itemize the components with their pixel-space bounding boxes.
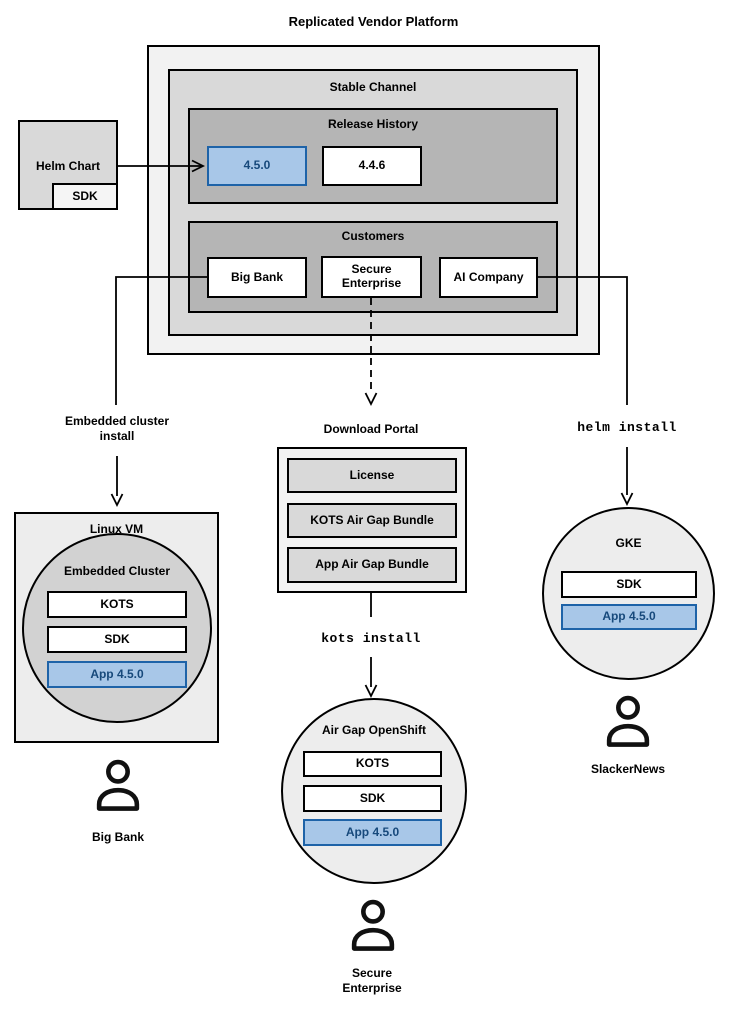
airgap-openshift-label: Air Gap OpenShift bbox=[321, 723, 426, 737]
gke-app-box: App 4.5.0 bbox=[561, 604, 697, 630]
airgap-app-box: App 4.5.0 bbox=[303, 819, 442, 846]
release-history-label: Release History bbox=[327, 117, 419, 131]
gke-label: GKE bbox=[615, 536, 642, 550]
embedded-app-box: App 4.5.0 bbox=[47, 661, 187, 688]
customer-ai-company-box: AI Company bbox=[439, 257, 538, 298]
stable-channel-label: Stable Channel bbox=[329, 80, 417, 94]
diagram-title: Replicated Vendor Platform bbox=[288, 14, 459, 29]
slackernews-person-icon bbox=[605, 694, 651, 755]
embedded-kots-box: KOTS bbox=[47, 591, 187, 618]
slackernews-persona-label: SlackerNews bbox=[590, 762, 666, 776]
release-4-4-6-box: 4.4.6 bbox=[322, 146, 422, 186]
customer-big-bank-box: Big Bank bbox=[207, 257, 307, 298]
embedded-cluster-label: Embedded Cluster bbox=[63, 564, 171, 578]
big-bank-persona-label: Big Bank bbox=[91, 830, 144, 844]
customers-label: Customers bbox=[341, 229, 405, 243]
customer-secure-enterprise-box: Secure Enterprise bbox=[321, 256, 422, 298]
helm-install-label: helm install bbox=[577, 420, 677, 435]
linux-vm-label: Linux VM bbox=[89, 522, 144, 536]
big-bank-person-icon bbox=[95, 758, 141, 819]
secure-enterprise-person-icon bbox=[350, 898, 396, 959]
embedded-cluster-install-label: Embedded cluster install bbox=[64, 414, 170, 443]
airgap-sdk-box: SDK bbox=[303, 785, 442, 812]
download-portal-label: Download Portal bbox=[323, 422, 419, 436]
secure-enterprise-persona-label: Secure Enterprise bbox=[342, 966, 402, 995]
kots-airgap-bundle-box: KOTS Air Gap Bundle bbox=[287, 503, 457, 538]
airgap-kots-box: KOTS bbox=[303, 751, 442, 777]
kots-install-label: kots install bbox=[321, 631, 421, 646]
license-box: License bbox=[287, 458, 457, 493]
release-4-5-0-box: 4.5.0 bbox=[207, 146, 307, 186]
gke-sdk-box: SDK bbox=[561, 571, 697, 598]
helm-chart-label: Helm Chart bbox=[35, 159, 100, 173]
helm-sdk-box: SDK bbox=[52, 183, 118, 210]
embedded-sdk-box: SDK bbox=[47, 626, 187, 653]
app-airgap-bundle-box: App Air Gap Bundle bbox=[287, 547, 457, 583]
